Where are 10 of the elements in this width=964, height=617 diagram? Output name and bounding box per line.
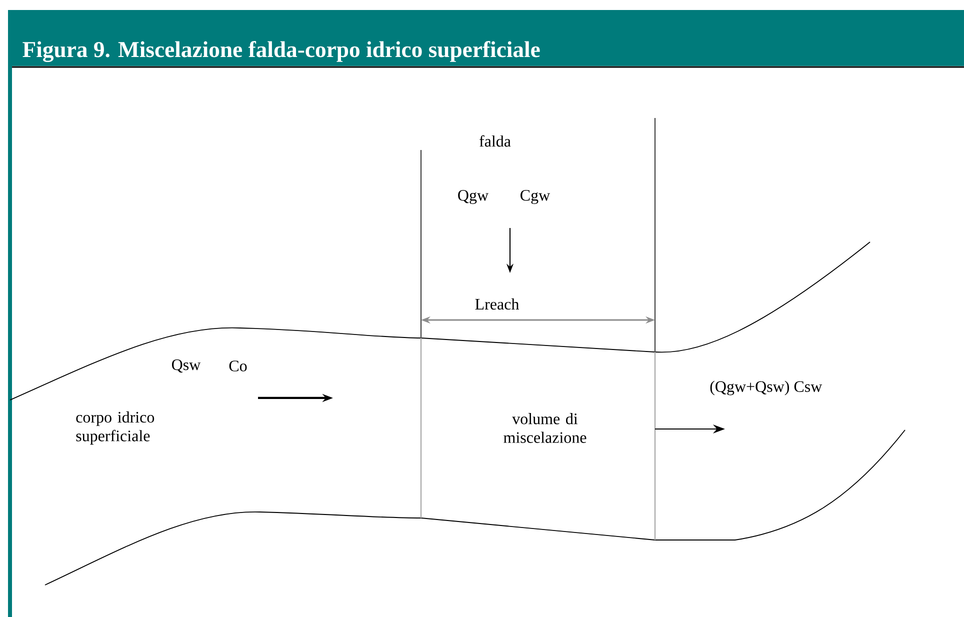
region-label: volume di miscelazione <box>504 413 586 443</box>
concentration-symbol: Co <box>229 360 247 372</box>
region-label: corpo idrico superficiale <box>76 411 154 445</box>
dimension-label: Lreach <box>475 298 519 310</box>
concentration-symbol: Cgw <box>520 190 550 204</box>
flow-symbol: (Qgw+Qsw) Csw <box>710 380 822 396</box>
region-label: falda <box>480 135 511 147</box>
flow-symbol: Qgw <box>458 190 488 204</box>
flow-symbol: Qsw <box>172 359 201 373</box>
figure-title: Figura 9. Miscelazione falda-corpo idrico superficiale <box>22 41 540 62</box>
